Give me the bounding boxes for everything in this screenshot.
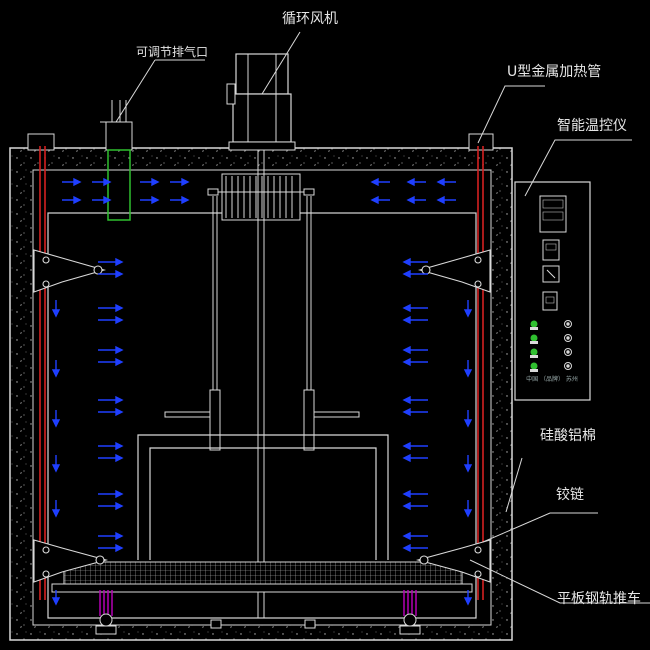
airflow-arrow — [463, 360, 473, 378]
airflow-arrow — [463, 410, 473, 428]
airflow-arrow — [140, 177, 160, 187]
u-heater-tubes — [39, 146, 484, 600]
airflow-arrow — [402, 315, 428, 325]
airflow-arrow — [402, 453, 428, 463]
control-knobs — [564, 320, 572, 370]
airflow-arrow — [51, 360, 61, 378]
airflow-arrow — [436, 177, 456, 187]
airflow-arrow — [463, 590, 473, 606]
airflow-arrow — [98, 531, 124, 541]
airflow-arrow — [170, 195, 190, 205]
airflow-arrow — [463, 300, 473, 318]
airflow-arrow — [402, 345, 428, 355]
airflow-arrow — [62, 195, 82, 205]
airflow-arrow — [51, 300, 61, 318]
airflow-arrow — [436, 195, 456, 205]
cart-platform — [51, 561, 473, 593]
airflow-arrow — [98, 441, 124, 451]
airflow-arrow — [170, 177, 190, 187]
airflow-arrow — [98, 303, 124, 313]
airflow-arrow — [62, 177, 82, 187]
cart-label: 平板钢轨推车 — [557, 590, 641, 607]
airflow-arrow — [98, 315, 124, 325]
airflow-arrow — [98, 543, 124, 553]
fan-motor — [226, 53, 296, 151]
airflow-arrow — [51, 500, 61, 518]
airflow-arrow — [98, 489, 124, 499]
oven-body — [9, 133, 513, 641]
airflow-arrow — [92, 177, 112, 187]
hinge-label: 铰链 — [556, 487, 584, 503]
exhaust-vent — [100, 100, 133, 221]
indicator-lights — [530, 320, 538, 372]
panel-footer: 中国 （品牌） 苏州 — [526, 375, 578, 383]
airflow-arrow — [402, 357, 428, 367]
fan-label: 循环风机 — [282, 11, 338, 27]
airflow-arrow — [402, 303, 428, 313]
airflow-arrows — [51, 177, 473, 606]
insulation-label: 硅酸铝棉 — [540, 427, 596, 444]
airflow-arrow — [98, 395, 124, 405]
fan-housing — [207, 173, 315, 221]
airflow-arrow — [51, 410, 61, 428]
airflow-arrow — [98, 357, 124, 367]
cart-wheels — [95, 590, 421, 635]
airflow-arrow — [463, 500, 473, 518]
rack-frame — [137, 434, 389, 560]
door-hinges — [33, 249, 491, 583]
fan-shaft — [164, 150, 360, 629]
airflow-arrow — [406, 195, 426, 205]
temperature-controller: 中国 （品牌） 苏州 — [514, 181, 591, 401]
airflow-arrow — [98, 269, 124, 279]
airflow-arrow — [406, 177, 426, 187]
vent-label: 可调节排气口 — [136, 44, 208, 59]
airflow-arrow — [402, 531, 428, 541]
airflow-arrow — [51, 455, 61, 473]
airflow-arrow — [402, 257, 428, 267]
airflow-arrow — [98, 345, 124, 355]
airflow-arrow — [402, 395, 428, 405]
airflow-arrow — [92, 195, 112, 205]
airflow-arrow — [98, 407, 124, 417]
airflow-arrow — [370, 195, 390, 205]
airflow-arrow — [140, 195, 160, 205]
controller-label: 智能温控仪 — [557, 118, 627, 134]
airflow-arrow — [402, 441, 428, 451]
heater-label: U型金属加热管 — [507, 64, 601, 80]
airflow-arrow — [98, 501, 124, 511]
airflow-arrow — [402, 501, 428, 511]
airflow-arrow — [402, 543, 428, 553]
airflow-arrow — [402, 489, 428, 499]
airflow-arrow — [51, 590, 61, 606]
airflow-arrow — [402, 407, 428, 417]
airflow-arrow — [463, 455, 473, 473]
airflow-arrow — [402, 269, 428, 279]
airflow-arrow — [98, 257, 124, 267]
airflow-arrow — [370, 177, 390, 187]
leader-lines — [115, 31, 650, 604]
airflow-arrow — [98, 453, 124, 463]
